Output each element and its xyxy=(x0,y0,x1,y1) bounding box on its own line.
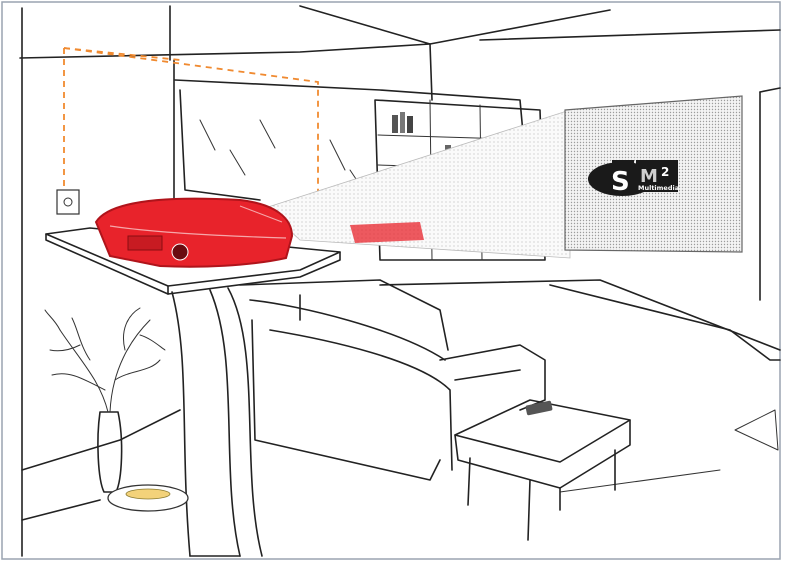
logo-superscript: 2 xyxy=(661,165,669,179)
frame-border xyxy=(2,2,780,559)
sim2-logo: S M 2 Multimedia xyxy=(588,160,679,197)
logo-caption: Multimedia xyxy=(638,184,679,192)
projector xyxy=(96,199,292,267)
wall-socket xyxy=(57,190,79,214)
receiver-box xyxy=(350,222,424,243)
bowl xyxy=(108,485,188,511)
logo-letter-s: S xyxy=(611,167,630,197)
